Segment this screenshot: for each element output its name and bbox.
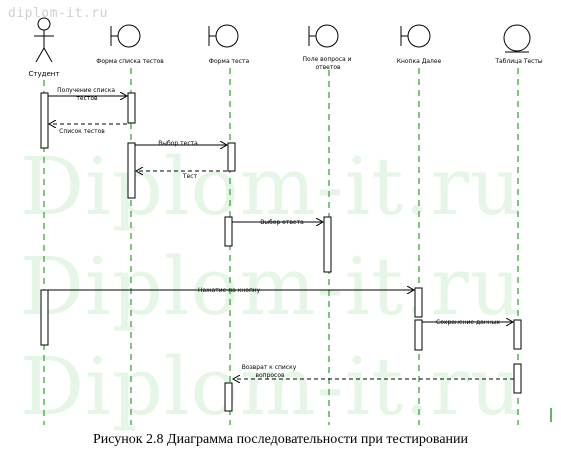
activation-table-tests-2 [513,363,522,394]
participant-label-field-qa-line2: ответов [315,64,341,71]
participant-table-tests: Таблица Тесты [494,24,543,65]
site-watermark: diplom-it.ru [8,6,108,21]
activation-student-1 [40,92,49,149]
message-label-press-button: Нажатие на кнопку [198,287,261,294]
message-label-return-line1: Возврат к списку [242,364,297,371]
activation-form-list-1 [127,92,136,124]
message-label-select-test: Выбор теста [158,140,198,147]
message-label-return-to-questions: Возврат к списку вопросов [242,364,298,379]
message-label-select-answer: Выбор ответа [260,219,304,226]
message-label-get-test-list-line1: Получение списка [57,87,115,94]
participant-btn-next: Кнопка Далее [397,24,442,65]
participant-label-student: Студент [29,70,60,78]
activation-btn-next-1 [414,287,423,318]
figure-caption: Рисунок 2.8 Диаграмма последовательности… [92,432,469,447]
participant-label-form-list: Форма списка тестов [96,58,164,65]
activation-field-qa-1 [323,216,332,273]
participant-form-list: Форма списка тестов [96,24,164,65]
participant-form-test: Форма теста [208,24,250,65]
participant-student: Студент [29,17,60,78]
activation-form-test-3 [224,382,233,412]
participant-field-qa: Поле вопроса и ответов [303,24,354,71]
activation-table-tests-1 [513,319,522,350]
participant-label-form-test: Форма теста [209,58,250,65]
message-label-return-line2: вопросов [255,372,285,379]
activation-form-test-1 [227,142,236,172]
message-label-get-test-list-line2: тестов [76,95,98,102]
participant-label-field-qa: Поле вопроса и ответов [303,56,354,71]
participant-label-table-tests: Таблица Тесты [494,58,543,65]
message-label-save-data: Сохранение данных [436,319,500,326]
activation-student-2 [40,289,49,346]
big-watermark-3: Diplom-it.ru [20,340,523,433]
message-label-test-list: Список тестов [59,128,105,135]
activation-btn-next-2 [414,319,423,351]
big-watermark-1: Diplom-it.ru [20,140,523,233]
message-label-get-test-list: Получение списка тестов [57,87,117,102]
message-label-test: Тест [182,173,198,180]
activation-form-list-2 [127,142,136,199]
participant-label-btn-next: Кнопка Далее [397,58,442,65]
activation-form-test-2 [224,216,233,247]
participant-label-field-qa-line1: Поле вопроса и [303,56,352,63]
big-watermark-2: Diplom-it.ru [20,240,523,333]
